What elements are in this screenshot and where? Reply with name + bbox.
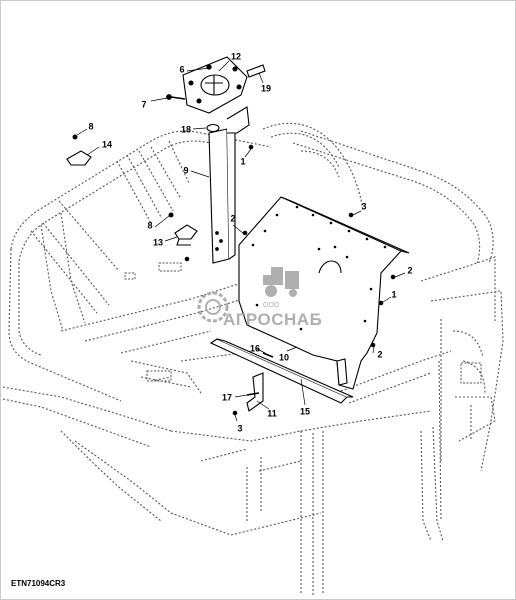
floor-blocks bbox=[124, 262, 482, 384]
figure-code: ETN71094CR3 bbox=[11, 579, 66, 588]
callout-8-upper: 8 bbox=[88, 121, 93, 131]
chassis-frame bbox=[2, 122, 504, 595]
part-2-nut-b bbox=[390, 274, 396, 280]
part-3-nut-a bbox=[348, 212, 354, 218]
part-16-screw bbox=[262, 352, 274, 358]
part-8-nut-upper bbox=[72, 134, 78, 140]
fasteners bbox=[72, 64, 396, 416]
part-2-nut-c bbox=[370, 342, 376, 348]
callout-6: 6 bbox=[179, 64, 184, 74]
part-19-pin bbox=[246, 64, 266, 78]
callout-2-lower: 2 bbox=[377, 349, 382, 359]
part-8-nut-lower bbox=[168, 212, 174, 218]
part-14-clip bbox=[66, 150, 92, 166]
callout-2-right: 2 bbox=[407, 265, 412, 275]
callout-11: 11 bbox=[267, 408, 277, 418]
watermark-prefix: ООО bbox=[263, 302, 280, 309]
callout-labels: 12 6 19 7 18 8 14 1 9 3 8 13 2 2 1 2 16 … bbox=[88, 51, 412, 433]
callout-3-lower: 3 bbox=[237, 423, 242, 433]
callout-14: 14 bbox=[102, 139, 112, 149]
part-10-cover-panel bbox=[238, 196, 402, 390]
callout-2-left: 2 bbox=[230, 213, 235, 223]
callout-9: 9 bbox=[183, 165, 188, 175]
parts bbox=[66, 56, 410, 412]
tractor-icon bbox=[263, 267, 299, 297]
part-11-bracket bbox=[246, 372, 264, 412]
callout-12: 12 bbox=[231, 51, 241, 61]
part-12-top-plate bbox=[182, 56, 248, 114]
part-1-bolt-a bbox=[248, 144, 254, 150]
callout-10: 10 bbox=[279, 352, 289, 362]
callout-17: 17 bbox=[222, 392, 232, 402]
callout-19: 19 bbox=[261, 83, 271, 93]
callout-3-upper: 3 bbox=[361, 201, 366, 211]
part-9-post-top bbox=[226, 106, 250, 134]
part-7-bolt bbox=[170, 96, 186, 100]
callout-1-upper: 1 bbox=[240, 156, 245, 166]
callout-13: 13 bbox=[153, 237, 163, 247]
part-13-clip bbox=[174, 224, 198, 240]
callout-8-lower: 8 bbox=[147, 220, 152, 230]
gear-icon bbox=[197, 291, 229, 323]
callout-18: 18 bbox=[181, 124, 191, 134]
callout-16: 16 bbox=[250, 343, 260, 353]
part-2-nut-a bbox=[242, 230, 248, 236]
part-17-screw bbox=[246, 392, 260, 396]
callout-15: 15 bbox=[300, 406, 310, 416]
callout-7: 7 bbox=[141, 99, 146, 109]
callout-1-lower: 1 bbox=[391, 289, 396, 299]
part-1-bolt-b bbox=[378, 300, 384, 306]
part-3-nut-b bbox=[232, 410, 238, 416]
watermark-name: АГРОСНАБ bbox=[223, 310, 322, 329]
watermark-logo: ООО АГРОСНАБ bbox=[197, 267, 322, 329]
part-12-hub bbox=[200, 74, 230, 96]
leader-lines bbox=[76, 60, 406, 422]
part-18-spacer bbox=[206, 123, 220, 133]
part-9-vertical-post bbox=[208, 128, 230, 264]
